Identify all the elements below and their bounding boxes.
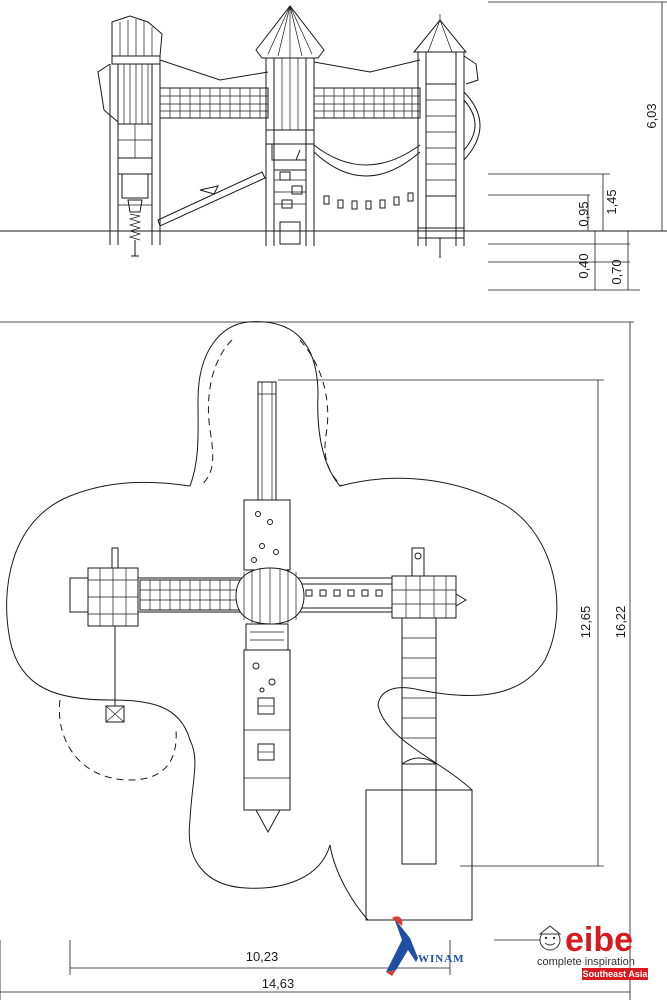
dim-platform-low: 0,95 [576, 201, 591, 226]
dim-outer-width: 14,63 [262, 976, 295, 991]
right-tower [412, 14, 481, 258]
eibe-logo: eibe complete inspiration Southeast Asia [494, 921, 648, 980]
side-elevation: 6,03 1,45 0,95 0,40 0,70 [0, 1, 667, 291]
winam-logo: WINAM [386, 916, 465, 976]
plan-dimensions: 10,23 14,63 12,65 16,22 [0, 321, 634, 1000]
net-bridge-left [157, 59, 269, 227]
plan-right-platform-slide [391, 547, 467, 865]
plan-view: 10,23 14,63 12,65 16,22 [0, 321, 634, 1000]
net-bridge-right [313, 59, 421, 210]
plan-left-platform [87, 547, 139, 723]
plan-vertical-spine [243, 381, 291, 571]
eibe-region: Southeast Asia [583, 969, 649, 979]
dim-inner-width: 10,23 [246, 949, 279, 964]
plan-lower-spine [243, 623, 291, 834]
safety-zone-dashed-top [199, 339, 233, 487]
safety-zone-dashed-top-right [299, 339, 343, 487]
dim-inner-depth: 12,65 [578, 606, 593, 639]
eibe-tagline: complete inspiration [537, 956, 635, 968]
dim-foundation-b: 0,70 [609, 259, 624, 284]
eibe-wordmark: eibe [565, 921, 633, 959]
eibe-face-icon [538, 925, 562, 951]
left-tower [97, 15, 163, 257]
elevation-dimensions: 6,03 1,45 0,95 0,40 0,70 [488, 1, 667, 291]
winam-wordmark: WINAM [418, 953, 465, 965]
dim-total-height: 6,03 [644, 103, 659, 128]
dim-platform-high: 1,45 [604, 189, 619, 214]
eibe-region-badge [582, 968, 648, 980]
safety-zone-dashed-left [58, 699, 177, 781]
dim-outer-depth: 16,22 [613, 606, 628, 639]
slide-run-out-box [365, 789, 473, 921]
safety-zone-outline [6, 321, 558, 921]
dim-foundation-a: 0,40 [576, 253, 591, 278]
winam-figure-icon [386, 918, 418, 972]
plan-center-platform [235, 567, 305, 625]
center-tower [255, 5, 325, 246]
